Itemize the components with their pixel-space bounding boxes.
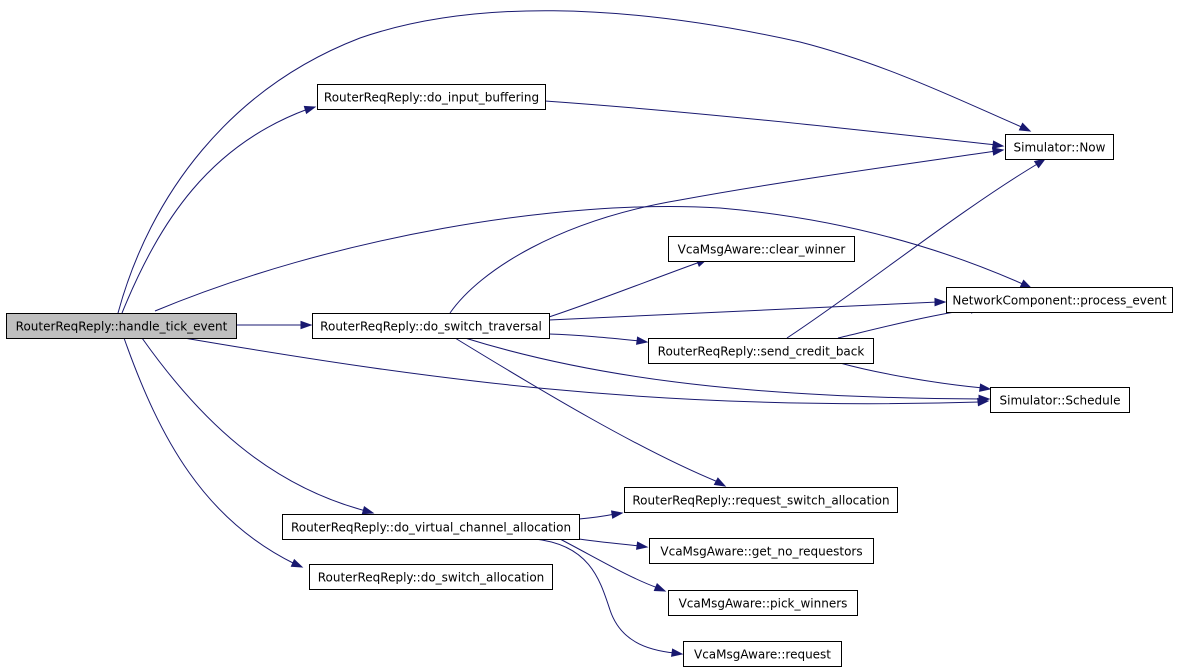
- node-box: [1005, 134, 1114, 160]
- node-box: [282, 514, 580, 540]
- node-box: [624, 487, 898, 513]
- node-label: VcaMsgAware::pick_winners: [679, 597, 848, 611]
- node-label: VcaMsgAware::request: [694, 648, 831, 662]
- arrowhead: [979, 383, 992, 392]
- edge-do_switch_traversal-to-process_event: [548, 297, 947, 321]
- arrowhead: [361, 506, 375, 515]
- node-box: [6, 313, 237, 339]
- edge-send_credit_back-to-now: [786, 158, 1047, 339]
- arrowhead: [290, 558, 304, 568]
- node-label: Simulator::Now: [1014, 141, 1106, 155]
- arrowhead: [300, 320, 313, 330]
- arrowhead: [653, 582, 667, 592]
- node-box: [312, 313, 550, 339]
- node-request[interactable]: VcaMsgAware::request: [683, 641, 842, 667]
- arrowhead: [1019, 279, 1033, 289]
- node-box: [317, 84, 546, 110]
- node-pick_winners[interactable]: VcaMsgAware::pick_winners: [668, 590, 858, 616]
- node-box: [946, 287, 1173, 313]
- edge-handle_tick_event-to-do_switch_allocation: [123, 337, 304, 568]
- node-label: VcaMsgAware::get_no_requestors: [660, 545, 862, 559]
- edge-do_switch_traversal-to-request_switch_allocation: [454, 337, 727, 487]
- node-box: [668, 236, 855, 262]
- nodes: RouterReqReply::handle_tick_eventRouterR…: [6, 84, 1173, 667]
- node-label: RouterReqReply::do_switch_allocation: [318, 571, 545, 585]
- node-do_input_buffering[interactable]: RouterReqReply::do_input_buffering: [317, 84, 546, 110]
- edge-do_input_buffering-to-now: [544, 100, 1005, 149]
- edge-do_virtual_channel_allocation-to-pick_winners: [559, 538, 667, 592]
- node-do_virtual_channel_allocation[interactable]: RouterReqReply::do_virtual_channel_alloc…: [282, 514, 580, 540]
- arrowhead: [978, 394, 991, 404]
- node-label: RouterReqReply::handle_tick_event: [16, 320, 228, 334]
- node-box: [309, 564, 553, 590]
- edge-do_switch_traversal-to-clear_winner: [548, 258, 709, 318]
- node-label: RouterReqReply::request_switch_allocatio…: [632, 494, 889, 508]
- node-label: VcaMsgAware::clear_winner: [678, 243, 846, 257]
- arrowhead: [636, 541, 649, 550]
- arrowhead: [934, 297, 947, 307]
- edge-do_virtual_channel_allocation-to-request_switch_allocation: [578, 510, 624, 520]
- node-label: Simulator::Schedule: [1000, 394, 1121, 408]
- node-schedule[interactable]: Simulator::Schedule: [990, 387, 1130, 413]
- arrowhead: [671, 648, 684, 657]
- edge-do_switch_traversal-to-schedule: [464, 337, 991, 404]
- edges: [117, 10, 1047, 657]
- node-send_credit_back[interactable]: RouterReqReply::send_credit_back: [648, 338, 874, 364]
- node-do_switch_traversal[interactable]: RouterReqReply::do_switch_traversal: [312, 313, 550, 339]
- edge-handle_tick_event-to-do_virtual_channel_allocation: [141, 337, 375, 515]
- edge-handle_tick_event-to-do_input_buffering: [121, 105, 317, 314]
- node-box: [990, 387, 1130, 413]
- edge-do_virtual_channel_allocation-to-request: [534, 538, 684, 657]
- node-label: RouterReqReply::do_switch_traversal: [320, 320, 542, 334]
- node-label: RouterReqReply::send_credit_back: [658, 345, 865, 359]
- arrowhead: [303, 105, 317, 115]
- edge-handle_tick_event-to-now: [117, 10, 1032, 314]
- node-box: [683, 641, 842, 667]
- node-clear_winner[interactable]: VcaMsgAware::clear_winner: [668, 236, 855, 262]
- edge-do_switch_traversal-to-now: [449, 147, 1005, 314]
- arrowhead: [610, 510, 624, 519]
- node-box: [648, 338, 874, 364]
- node-get_no_requestors[interactable]: VcaMsgAware::get_no_requestors: [649, 538, 874, 564]
- arrowhead: [1033, 158, 1047, 169]
- node-label: NetworkComponent::process_event: [952, 294, 1166, 308]
- edge-do_virtual_channel_allocation-to-get_no_requestors: [578, 538, 649, 550]
- node-box: [649, 538, 874, 564]
- arrowhead: [636, 336, 649, 345]
- node-handle_tick_event[interactable]: RouterReqReply::handle_tick_event: [6, 313, 237, 339]
- node-now[interactable]: Simulator::Now: [1005, 134, 1114, 160]
- arrowhead: [1018, 122, 1032, 132]
- arrowhead: [992, 140, 1005, 149]
- arrowhead: [991, 147, 1005, 156]
- node-label: RouterReqReply::do_input_buffering: [324, 91, 539, 105]
- arrowhead: [713, 477, 727, 487]
- node-do_switch_allocation[interactable]: RouterReqReply::do_switch_allocation: [309, 564, 553, 590]
- node-process_event[interactable]: NetworkComponent::process_event: [946, 287, 1173, 313]
- node-request_switch_allocation[interactable]: RouterReqReply::request_switch_allocatio…: [624, 487, 898, 513]
- node-label: RouterReqReply::do_virtual_channel_alloc…: [291, 521, 571, 535]
- edge-do_switch_traversal-to-send_credit_back: [548, 333, 649, 345]
- node-box: [668, 590, 858, 616]
- edge-handle_tick_event-to-do_switch_traversal: [236, 320, 313, 330]
- edge-send_credit_back-to-schedule: [839, 362, 992, 392]
